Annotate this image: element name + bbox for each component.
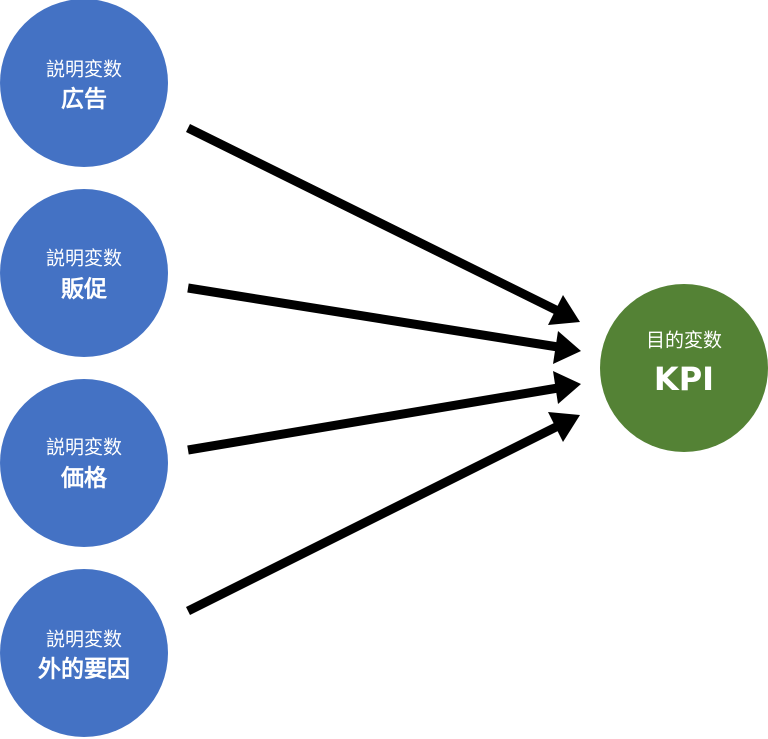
target-node-kpi-sub: 目的変数 — [646, 330, 722, 352]
input-node-price-main: 価格 — [60, 465, 108, 492]
input-node-external: 説明変数 外的要因 — [0, 569, 168, 737]
input-node-promo-sub: 説明変数 — [46, 248, 122, 270]
input-node-promo-circle — [0, 189, 168, 357]
arrow-ad-head — [548, 295, 580, 325]
input-node-price-circle — [0, 379, 168, 547]
target-node-kpi: 目的変数 KPI — [600, 284, 768, 452]
target-node-kpi-circle — [600, 284, 768, 452]
input-node-promo-main: 販促 — [61, 276, 108, 303]
arrow-external-head — [548, 412, 580, 442]
arrow-promo-to-kpi — [187, 283, 581, 364]
input-node-ad-main: 広告 — [61, 86, 107, 113]
target-node-kpi-main: KPI — [654, 360, 714, 398]
input-node-external-sub: 説明変数 — [46, 629, 122, 651]
input-node-ad: 説明変数 広告 — [0, 0, 168, 167]
input-node-external-circle — [0, 569, 168, 737]
arrows — [185, 123, 581, 616]
input-node-price: 説明変数 価格 — [0, 379, 168, 547]
arrow-ad-shaft — [186, 123, 558, 315]
arrow-price-to-kpi — [187, 371, 581, 455]
arrow-promo-shaft — [187, 283, 559, 352]
input-node-promo: 説明変数 販促 — [0, 189, 168, 357]
input-node-ad-sub: 説明変数 — [46, 59, 122, 81]
input-node-ad-circle — [0, 0, 168, 167]
arrow-external-shaft — [185, 422, 559, 616]
arrow-price-head — [553, 371, 581, 404]
arrow-price-shaft — [187, 383, 559, 455]
arrow-promo-head — [553, 331, 581, 364]
input-node-price-sub: 説明変数 — [46, 437, 122, 459]
arrow-external-to-kpi — [185, 412, 580, 616]
arrow-ad-to-kpi — [186, 123, 580, 325]
input-node-external-main: 外的要因 — [38, 656, 130, 683]
